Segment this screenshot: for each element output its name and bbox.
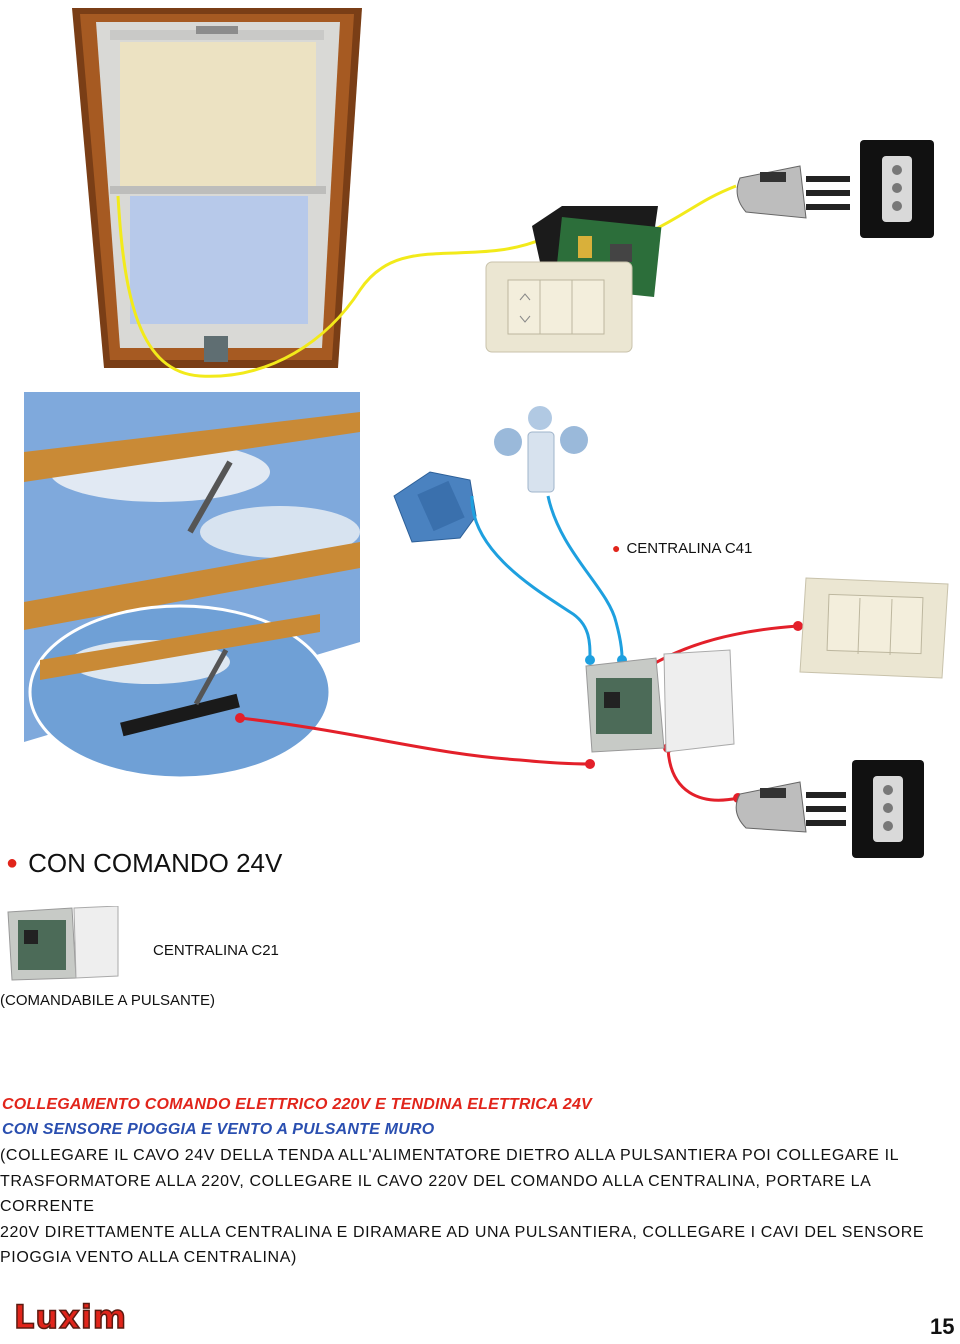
bullet-dot-icon: ● — [612, 540, 621, 556]
instruction-line: 220V DIRETTAMENTE ALLA CENTRALINA E DIRA… — [0, 1223, 925, 1241]
wall-socket-icon — [860, 140, 934, 238]
centralina-c21-label: CENTRALINA C21 — [153, 942, 279, 959]
instruction-line: (COLLEGARE IL CAVO 24V DELLA TENDA ALL'A… — [0, 1147, 900, 1164]
control-unit-icon — [585, 649, 735, 753]
comandabile-label: (COMANDABILE A PULSANTE) — [0, 992, 216, 1009]
bullet-dot-icon: ● — [6, 852, 19, 874]
power-plug-icon — [735, 781, 846, 833]
diagram-title-line2: CON SENSORE PIOGGIA E VENTO A PULSANTE M… — [2, 1121, 435, 1138]
wire-yellow-2 — [649, 184, 737, 234]
skylight-photo — [24, 392, 360, 780]
page-number: 15 — [930, 1314, 955, 1339]
wall-switch-icon — [799, 577, 949, 679]
instructions-paragraph: (COLLEGARE IL CAVO 24V DELLA TENDA ALL'A… — [0, 1143, 958, 1271]
instruction-line: PIOGGIA VENTO ALLA CENTRALINA) — [0, 1249, 297, 1266]
wall-switch-icon — [485, 261, 633, 353]
instruction-line: TRASFORMATORE ALLA 220V, COLLEGARE IL CA… — [0, 1172, 871, 1216]
section-heading: ●CON COMANDO 24V — [6, 848, 283, 878]
power-plug-icon — [736, 165, 850, 219]
sensor-wiring-diagram — [24, 392, 949, 858]
diagram-title-line1: COLLEGAMENTO COMANDO ELETTRICO 220V E TE… — [2, 1096, 592, 1113]
wire-red-1 — [239, 716, 591, 766]
wire-yellow — [116, 195, 546, 378]
centralina-c41-label: ●CENTRALINA C41 — [612, 540, 753, 557]
wall-socket-icon — [852, 760, 924, 858]
wire-blue-2 — [546, 495, 624, 659]
roof-window-with-blind — [72, 8, 362, 368]
luxim-logo: Luxim — [13, 1297, 128, 1337]
centralina-c21-image — [7, 906, 119, 981]
wire-red-3 — [666, 747, 739, 802]
wire-blue-1 — [470, 495, 592, 659]
wind-sensor-icon — [494, 406, 588, 493]
rain-sensor-icon — [393, 471, 477, 543]
blind-wiring-diagram — [72, 8, 934, 378]
